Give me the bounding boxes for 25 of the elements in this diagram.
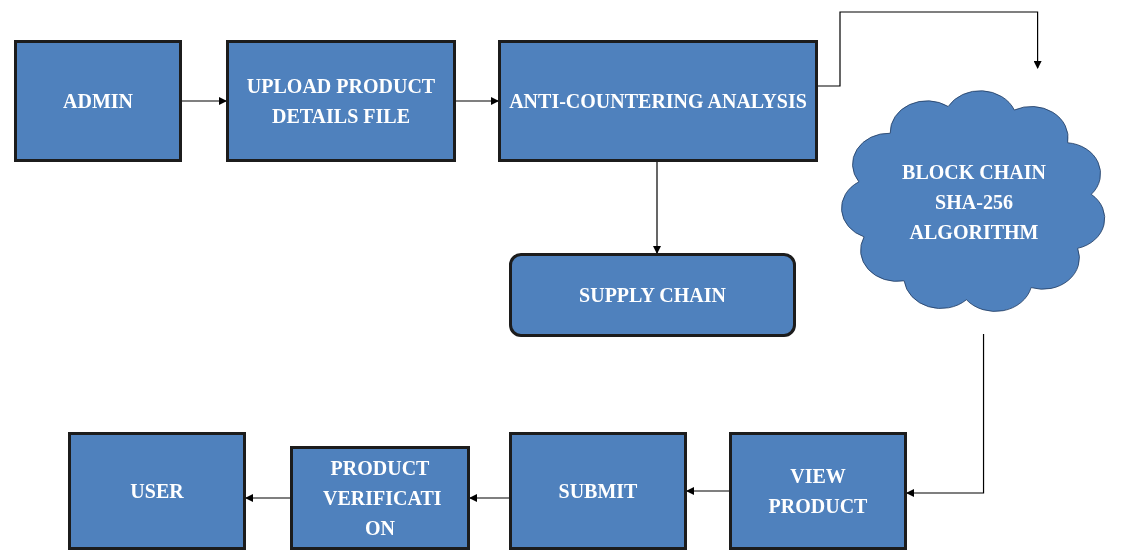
- arrow: [469, 494, 510, 502]
- node-label: SUBMIT: [557, 479, 639, 504]
- node-label: UPLOAD PRODUCT DETAILS FILE: [245, 74, 437, 129]
- process-box: [14, 40, 182, 162]
- node-label: SUPPLY CHAIN: [578, 283, 727, 308]
- node-label: PRODUCT VERIFICATI ON: [322, 456, 443, 541]
- process-box: [729, 432, 907, 550]
- node-label: USER: [129, 479, 185, 504]
- arrow: [245, 494, 291, 502]
- process-box: [509, 432, 687, 550]
- node-label: BLOCK CHAIN SHA-256 ALGORITHM: [901, 160, 1047, 245]
- arrow: [455, 97, 499, 105]
- arrow: [653, 161, 661, 254]
- process-box: [226, 40, 456, 162]
- node-label: ADMIN: [62, 89, 134, 114]
- arrow: [817, 11, 1042, 87]
- process-box: [68, 432, 246, 550]
- node-label: VIEW PRODUCT: [767, 464, 869, 519]
- process-box: [290, 446, 470, 550]
- process-box: [498, 40, 818, 162]
- node-label: ANTI-COUNTERING ANALYSIS: [508, 89, 808, 114]
- arrow: [906, 333, 985, 497]
- arrow: [181, 97, 227, 105]
- arrow: [686, 487, 730, 495]
- process-box: [509, 253, 796, 337]
